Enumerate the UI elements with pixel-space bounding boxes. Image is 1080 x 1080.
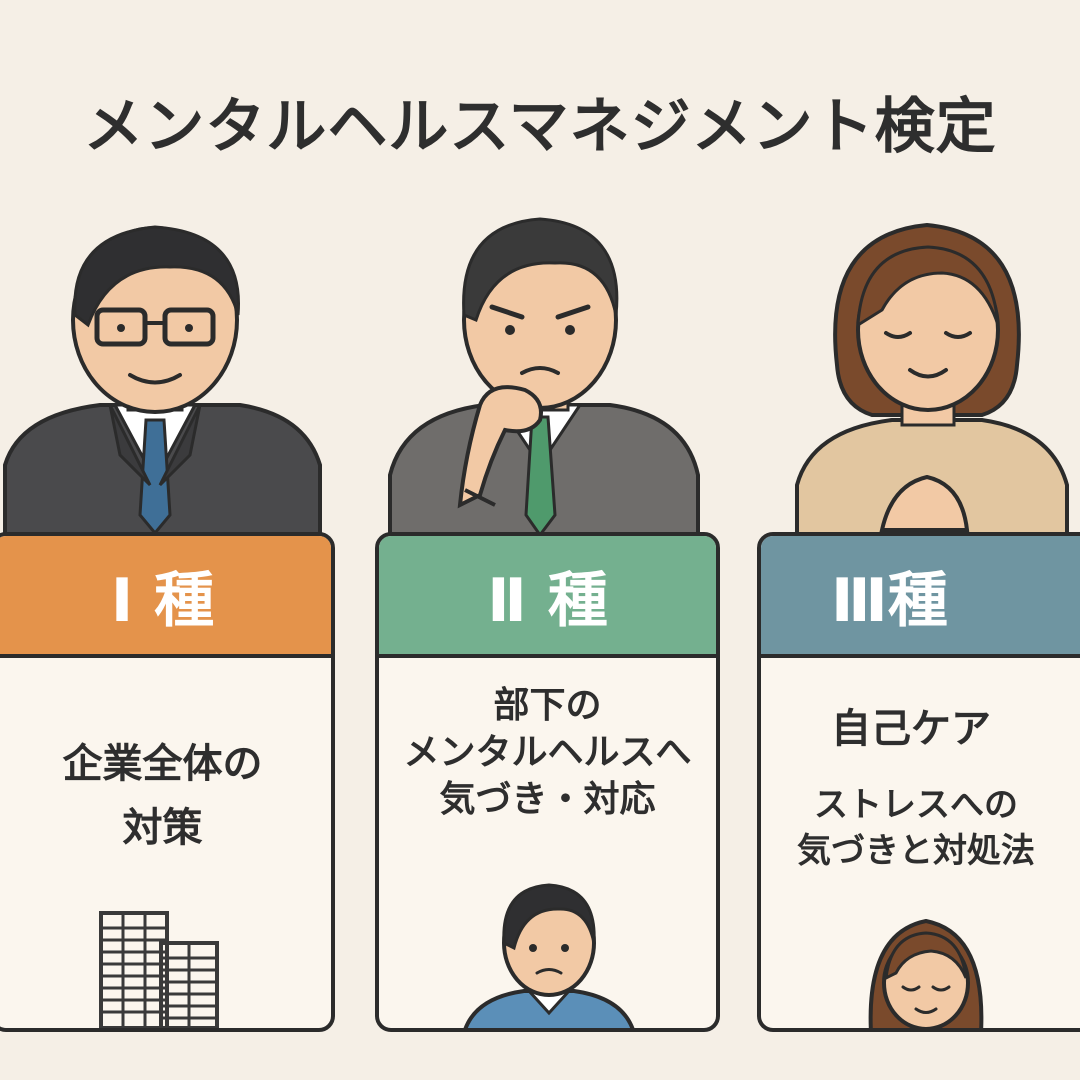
type2-header: Ⅱ 種 <box>379 536 716 658</box>
type3-label: Ⅲ種 <box>831 565 948 636</box>
type2-desc-line-2: メンタルヘルスへ <box>403 731 692 773</box>
type1-label: Ⅰ 種 <box>110 565 215 636</box>
page-title: メンタルヘルスマネジメント検定 <box>83 92 997 162</box>
type2-card: Ⅱ 種 部下の メンタルヘルスへ 気づき・対応 <box>375 532 720 1032</box>
type3-desc-line-2: 気づきと対処法 <box>797 830 1035 871</box>
type2-desc-line-1: 部下の <box>493 685 602 726</box>
worried-subordinate-avatar <box>463 883 635 1028</box>
thinking-manager-illustration <box>388 217 700 540</box>
type1-card: Ⅰ 種 企業全体の 対策 <box>0 532 335 1032</box>
type3-heading: 自己ケア <box>831 706 991 752</box>
manager-with-glasses-illustration <box>3 225 322 540</box>
type2-desc-line-3: 気づき・対応 <box>439 778 656 820</box>
office-building-icon <box>99 911 219 1028</box>
type3-desc-line-1: ストレスへの <box>814 785 1018 825</box>
type1-header: Ⅰ 種 <box>0 536 331 658</box>
type1-desc-line-2: 対策 <box>122 805 203 851</box>
woman-illustration <box>795 222 1069 540</box>
type3-card: Ⅲ種 自己ケア ストレスへの 気づきと対処法 <box>757 532 1080 1032</box>
type1-desc-line-1: 企業全体の <box>62 741 263 787</box>
type3-header: Ⅲ種 <box>761 536 1080 658</box>
type2-label: Ⅱ 種 <box>487 565 608 636</box>
calm-woman-avatar <box>868 918 984 1028</box>
type2-description: 部下の メンタルヘルスへ 気づき・対応 <box>379 683 716 823</box>
type1-description: 企業全体の 対策 <box>0 738 331 854</box>
type3-description: ストレスへの 気づきと対処法 <box>761 783 1071 875</box>
